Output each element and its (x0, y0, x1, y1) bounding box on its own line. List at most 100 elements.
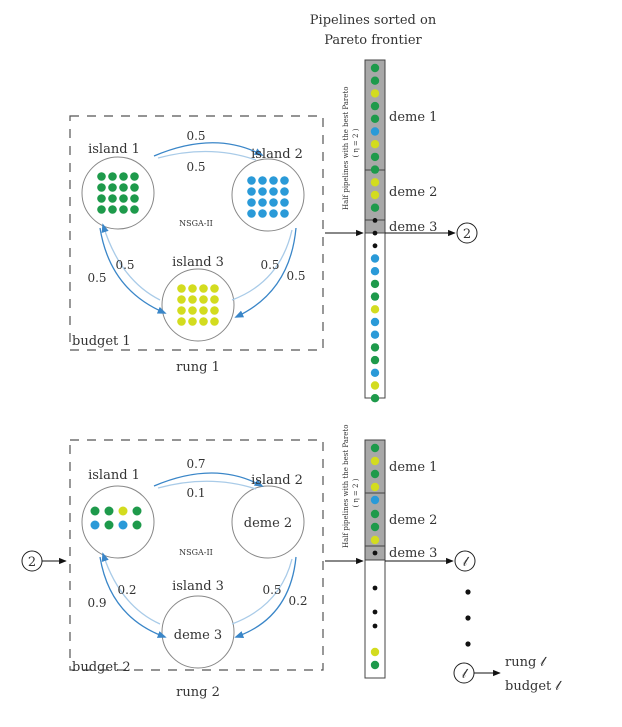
pipeline-dot (188, 284, 197, 293)
pipeline-dot (370, 63, 380, 73)
island-1-circle (81, 485, 155, 559)
island-3-deme-label: deme 3 (174, 628, 222, 643)
input-rung-marker-text: 2 (28, 555, 36, 570)
pipeline-dot (104, 520, 114, 530)
pipeline-dot (97, 172, 106, 181)
pipeline-dot (372, 623, 378, 629)
pipeline-dot (370, 495, 380, 505)
budget-2-label: budget 2 (72, 660, 131, 675)
pipeline-dot (269, 176, 278, 185)
island-2-dots (247, 176, 289, 218)
pipeline-dot (370, 535, 380, 545)
island-2-label: island 2 (251, 473, 303, 488)
weight-2-3-inner: 0.5 (260, 258, 279, 272)
pipeline-dot (210, 295, 219, 304)
pipeline-dot (269, 209, 278, 218)
pipeline-dot (132, 520, 142, 530)
pipeline-dot (370, 305, 380, 314)
pipeline-dot (372, 218, 378, 223)
nsga-label: NSGA-II (179, 219, 213, 228)
budget-1-label: budget 1 (72, 334, 131, 349)
pipeline-dot (372, 230, 378, 236)
pipeline-dot (370, 76, 380, 85)
pipeline-dot (199, 284, 208, 293)
eta-label-2: ( η = 2 ) (352, 478, 360, 507)
pipeline-dot (370, 456, 380, 466)
pipeline-dot (108, 194, 117, 203)
pipeline-dot (370, 394, 380, 403)
arrow-island3-to-island1 (101, 223, 161, 301)
island-2-label: island 2 (251, 147, 303, 162)
arrow-island1-to-island2 (153, 472, 264, 487)
pipeline-dot (108, 205, 117, 214)
pipeline-dot (280, 176, 289, 185)
island-2-circle (231, 485, 305, 559)
budget-2-box (69, 439, 324, 671)
island-3-dots (177, 284, 219, 326)
pipeline-dot (119, 172, 128, 181)
arrow-island1-to-island3 (99, 227, 167, 314)
arrow-island3-to-island2 (231, 558, 293, 625)
weight-2-3-outer: 0.5 (286, 269, 305, 283)
pipeline-dot (247, 187, 256, 196)
pipeline-dot (280, 209, 289, 218)
pipeline-dot (370, 509, 380, 519)
rung-2-label: rung 2 (176, 685, 220, 700)
pipeline-dot (210, 284, 219, 293)
pipeline-dot (119, 194, 128, 203)
header-line-1: Pipelines sorted on (310, 13, 437, 28)
arrow-island1-to-island3 (99, 556, 167, 638)
nsga-label: NSGA-II (179, 548, 213, 557)
pipeline-dot (372, 585, 378, 591)
pipeline-dot (97, 194, 106, 203)
island-3-circle (161, 268, 235, 342)
pipeline-dot (372, 609, 378, 615)
pipeline-dot (370, 114, 380, 124)
deme-3-label: deme 3 (389, 546, 437, 561)
pipeline-dot (370, 522, 380, 532)
top-section: island 1 island 2 island 3 NSGA-II 0.5 0… (69, 59, 478, 403)
pipeline-dot (370, 469, 380, 479)
pipeline-dot (370, 355, 380, 365)
pipeline-dot (269, 198, 278, 207)
pipeline-dot (370, 178, 380, 187)
pipeline-dot (247, 209, 256, 218)
pipeline-dot (118, 506, 128, 516)
ellipsis-dot (465, 641, 471, 647)
pipeline-dot (370, 647, 380, 657)
pipeline-dot (118, 520, 128, 530)
budget-1-box (69, 115, 324, 351)
pipeline-dot (188, 295, 197, 304)
pipeline-dot (370, 254, 380, 263)
pipeline-dot (258, 176, 267, 185)
pipeline-dot (370, 343, 380, 352)
arrow-island2-to-island1 (157, 480, 257, 490)
pipeline-dot (370, 330, 380, 339)
arrow-island1-to-island2 (153, 142, 264, 157)
next-rung-marker-text: 2 (463, 227, 471, 242)
pipeline-dot (370, 190, 380, 200)
ellipsis-dot (465, 589, 471, 595)
pipeline-dot (370, 89, 380, 98)
pipeline-dot (119, 183, 128, 192)
pipeline-dot (370, 152, 380, 162)
deme-3-label: deme 3 (389, 220, 437, 235)
pipeline-dot (130, 183, 139, 192)
weight-1-3-inner: 0.2 (117, 583, 136, 597)
pipeline-dot (280, 198, 289, 207)
pipeline-dot (370, 165, 380, 174)
pipeline-dot (370, 292, 380, 301)
rung-1-label: rung 1 (176, 360, 220, 375)
deme-2-label: deme 2 (389, 185, 437, 200)
pipeline-dot (130, 194, 139, 203)
next-rung-marker (456, 222, 478, 244)
pipeline-dot (177, 317, 186, 326)
weight-1-3-inner: 0.5 (115, 258, 134, 272)
pipeline-dot (177, 284, 186, 293)
pipeline-dot (130, 205, 139, 214)
bottom-section: island 1 island 2 island 3 deme 2 deme 3… (21, 425, 562, 700)
pipeline-dot (132, 506, 142, 516)
pipeline-dot (269, 187, 278, 196)
pipeline-dot (370, 203, 380, 212)
weight-2-3-outer: 0.2 (288, 594, 307, 608)
